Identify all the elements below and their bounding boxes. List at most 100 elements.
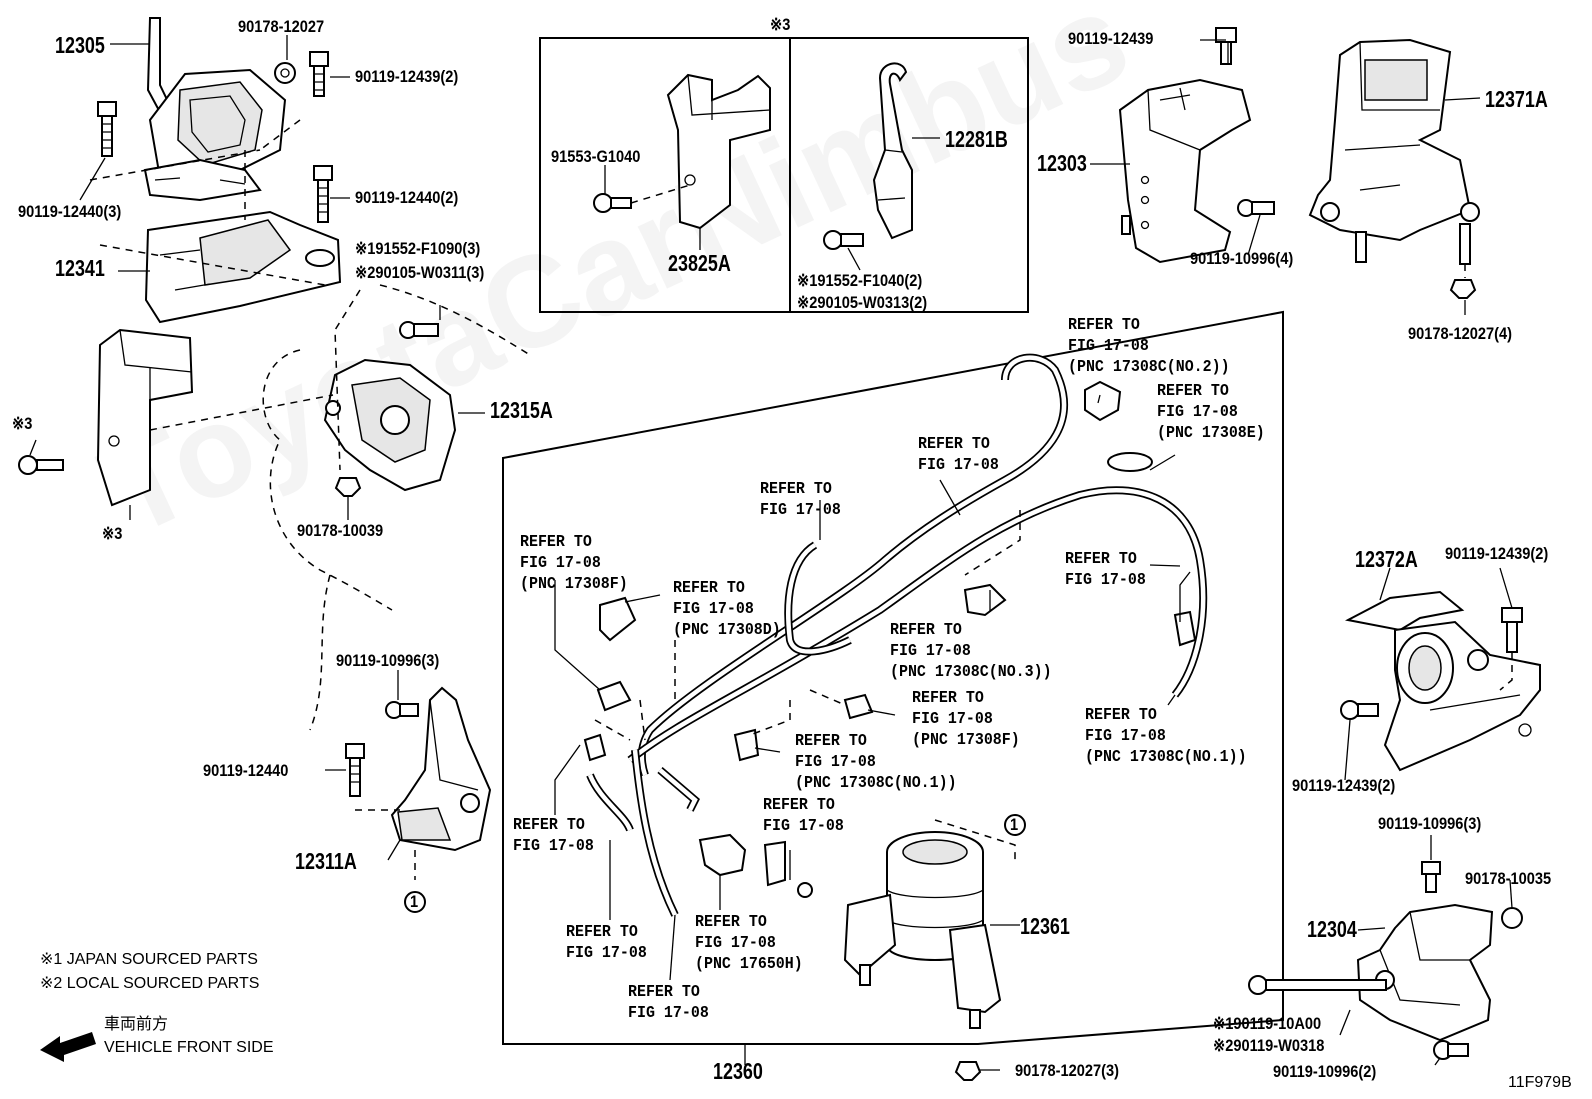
refer-to-17308D: REFER TO FIG 17-08 (PNC 17308D) [673, 579, 781, 640]
label-mark3-bolt: ※3 [12, 414, 33, 433]
label-90178-10039: 90178-10039 [297, 521, 384, 540]
label-90119-12440: 90119-12440 [203, 761, 289, 780]
bolt-90119-10996-3 [385, 701, 419, 719]
label-90178-12027-3: 90178-12027(3) [1015, 1061, 1120, 1080]
refer-to-fig-17-08-a: REFER TO FIG 17-08 [918, 435, 999, 475]
label-12341: 12341 [55, 255, 105, 281]
bolt-90119-10996-2 [1433, 1040, 1469, 1060]
label-90119-10996-4: 90119-10996(4) [1190, 249, 1294, 268]
ref-circle-1-left [404, 891, 426, 913]
refer-to-fig-17-08-g: REFER TO FIG 17-08 [628, 983, 709, 1023]
bolt-91552-F1040 [823, 230, 864, 250]
refer-to-17308F-right: REFER TO FIG 17-08 (PNC 17308F) [912, 689, 1020, 750]
label-90119-12439: 90119-12439 [1068, 29, 1154, 48]
figure-code: 11F979B [1508, 1074, 1572, 1091]
bolt-90119-12440-2 [313, 165, 333, 223]
label-12304: 12304 [1307, 916, 1357, 942]
vehicle-front-jp: 車両前方 [104, 1016, 169, 1033]
bolt-90119-10996-3-right [1421, 861, 1441, 893]
refer-to-fig-17-08-d: REFER TO FIG 17-08 [763, 796, 844, 836]
label-circle-1-left: 1 [410, 892, 419, 911]
vacuum-hoses [586, 353, 1208, 917]
part-12372A-mount-drawing [1345, 590, 1541, 772]
label-90119-10A00: ※190119-10A00 [1213, 1014, 1322, 1033]
mount-assembly-outline [502, 310, 1284, 1045]
vehicle-front-arrow-icon [40, 1032, 96, 1062]
label-mark3-bracket: ※3 [102, 524, 123, 543]
label-90178-12027-4: 90178-12027(4) [1408, 324, 1513, 343]
engine-contour [262, 349, 393, 611]
label-90119-12439-2: 90119-12439(2) [355, 67, 459, 86]
label-12305: 12305 [55, 32, 105, 58]
ref-circle-1-right [1004, 814, 1026, 836]
label-91552-F1090: ※191552-F1090(3) [355, 239, 481, 258]
refer-to-17650H: REFER TO FIG 17-08 (PNC 17650H) [695, 913, 803, 974]
nut-90178-12027-4 [1449, 279, 1477, 299]
bolt-90119-12440-3 [97, 101, 117, 157]
nut-90178-12027-3 [954, 1061, 982, 1081]
label-90119-10996-3-right: 90119-10996(3) [1378, 814, 1482, 833]
label-12360: 12360 [713, 1058, 763, 1084]
part-12341-bracket-drawing [144, 210, 342, 324]
bolt-91552-F1090 [399, 321, 439, 339]
label-23825A: 23825A [668, 250, 731, 276]
note-local-sourced: ※2 LOCAL SOURCED PARTS [40, 975, 260, 992]
part-12281B-hook-drawing [872, 62, 913, 240]
nut-90178-12027 [274, 62, 296, 84]
bolt-90119-10996-4 [1237, 199, 1275, 217]
label-12361: 12361 [1020, 913, 1070, 939]
leader-lines [29, 35, 1513, 1071]
note-japan-sourced: ※1 JAPAN SOURCED PARTS [40, 951, 258, 968]
part-23825A-drawing [666, 73, 771, 230]
refer-to-17308C-no1-center: REFER TO FIG 17-08 (PNC 17308C(NO.1)) [795, 732, 957, 793]
label-12371A: 12371A [1485, 86, 1548, 112]
refer-to-fig-17-08-e: REFER TO FIG 17-08 [513, 816, 594, 856]
nut-90178-10039 [334, 477, 362, 497]
bolt-90119-12439-2-upper [1501, 607, 1523, 653]
label-inset-mark3: ※3 [770, 15, 791, 34]
label-12315A: 12315A [490, 397, 553, 423]
bolt-90119-12439-2 [309, 51, 329, 97]
label-90119-10996-3: 90119-10996(3) [336, 651, 440, 670]
part-12303-bracket-drawing [1118, 78, 1252, 264]
refer-to-fig-17-08-c: REFER TO FIG 17-08 [1065, 550, 1146, 590]
label-12281B: 12281B [945, 126, 1008, 152]
refer-to-17308C-no1-right: REFER TO FIG 17-08 (PNC 17308C(NO.1)) [1085, 706, 1247, 767]
bolt-91553-G1040 [593, 193, 632, 213]
refer-to-17308E: REFER TO FIG 17-08 (PNC 17308E) [1157, 382, 1265, 443]
refer-to-17308F-left: REFER TO FIG 17-08 (PNC 17308F) [520, 533, 628, 594]
part-12371A-mount-drawing [1308, 38, 1480, 265]
refer-to-fig-17-08-f: REFER TO FIG 17-08 [566, 923, 647, 963]
part-12305-mount-drawing [143, 17, 287, 202]
nut-90178-10035 [1501, 907, 1523, 929]
label-90119-12440-3: 90119-12440(3) [18, 202, 122, 221]
vehicle-front-en: VEHICLE FRONT SIDE [104, 1039, 274, 1056]
label-12372A: 12372A [1355, 546, 1418, 572]
label-90178-10035: 90178-10035 [1465, 869, 1552, 888]
label-91553-G1040: 91553-G1040 [551, 147, 641, 166]
refer-to-17308C-no2: REFER TO FIG 17-08 (PNC 17308C(NO.2)) [1068, 316, 1230, 377]
refer-to-fig-17-08-b: REFER TO FIG 17-08 [760, 480, 841, 520]
bolt-mark3 [18, 455, 64, 475]
label-90119-12440-2: 90119-12440(2) [355, 188, 459, 207]
label-circle-1-right: 1 [1010, 815, 1019, 834]
label-12303: 12303 [1037, 150, 1087, 176]
part-12361-mount-drawing [843, 831, 1002, 1029]
bolt-90119-10A00-long [1248, 975, 1387, 995]
label-90105-W0313: ※290105-W0313(2) [797, 293, 928, 312]
label-90119-10996-2: 90119-10996(2) [1273, 1062, 1377, 1081]
bolt-90119-12439-2-lower [1340, 700, 1379, 720]
part-mark3-bracket-drawing [96, 328, 194, 507]
bolt-90119-12439-top [1215, 27, 1237, 65]
label-12311A: 12311A [295, 848, 357, 874]
label-90119-12439-2-lower: 90119-12439(2) [1292, 776, 1396, 795]
label-91552-F1040: ※191552-F1040(2) [797, 271, 923, 290]
bolt-90119-12440 [345, 743, 365, 797]
label-90178-12027: 90178-12027 [238, 17, 325, 36]
label-90119-W0318: ※290119-W0318 [1213, 1036, 1325, 1055]
inset-box-mark3 [539, 37, 1029, 313]
part-12304-bracket-drawing [1356, 903, 1494, 1042]
label-90119-12439-2-upper: 90119-12439(2) [1445, 544, 1549, 563]
